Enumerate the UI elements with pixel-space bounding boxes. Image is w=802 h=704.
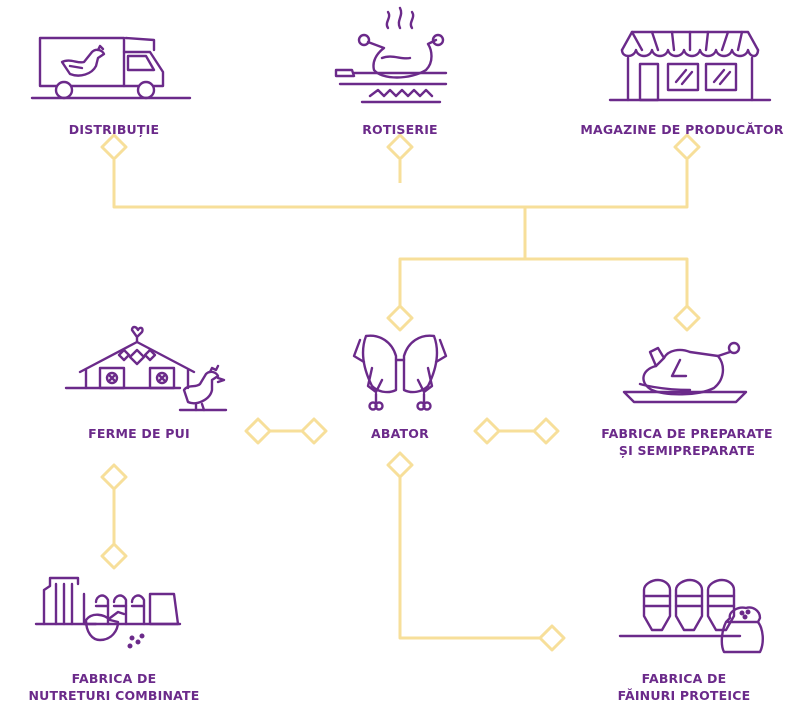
diamond [532,417,560,445]
label-line: ȘI SEMIPREPARATE [618,443,756,458]
chicken-farm-icon [64,325,228,412]
protein-flour-silos-icon [618,578,764,654]
delivery-truck-icon [30,36,192,100]
label-line: FĂINURI PROTEICE [617,688,751,703]
node-label-magazine: MAGAZINE DE PRODUCĂTOR [580,122,784,137]
diamond [673,304,701,332]
node-label-abator: ABATOR [371,426,429,441]
node-label-rotiserie: ROTISERIE [362,122,438,137]
slaughterhouse-carcass-icon [352,334,448,411]
abator-fainuri-link [398,476,540,640]
diamond [300,417,328,445]
diamond [386,304,414,332]
diamond [538,624,566,652]
node-label-distributie: DISTRIBUȚIE [68,122,160,137]
connectors [100,133,701,652]
middle-bus-line [398,257,689,307]
diamond [473,417,501,445]
node-label-ferme: FERME DE PUI [88,426,190,441]
diamond [244,417,272,445]
label-line: FABRICA DE [641,671,727,686]
node-label-preparate: FABRICA DE PREPARATE ȘI SEMIPREPARATE [580,425,794,459]
diamond [100,463,128,491]
diamond [673,133,701,161]
diamond [100,133,128,161]
diamond [386,451,414,479]
feed-factory-icon [34,576,182,649]
roast-chicken-platter-icon [622,341,748,404]
rotisserie-chicken-icon [334,6,448,104]
diamond [386,133,414,161]
label-line: FABRICA DE PREPARATE [601,426,773,441]
node-label-fainuri: FABRICA DE FĂINURI PROTEICE [584,670,784,704]
node-label-nutreturi: FABRICA DE NUTRETURI COMBINATE [0,670,228,704]
top-bus-line [112,160,689,209]
label-line: NUTRETURI COMBINATE [28,688,200,703]
connector-diamonds [100,133,701,652]
label-line: FABRICA DE [71,671,157,686]
diamond [100,542,128,570]
producer-shop-icon [608,30,772,102]
